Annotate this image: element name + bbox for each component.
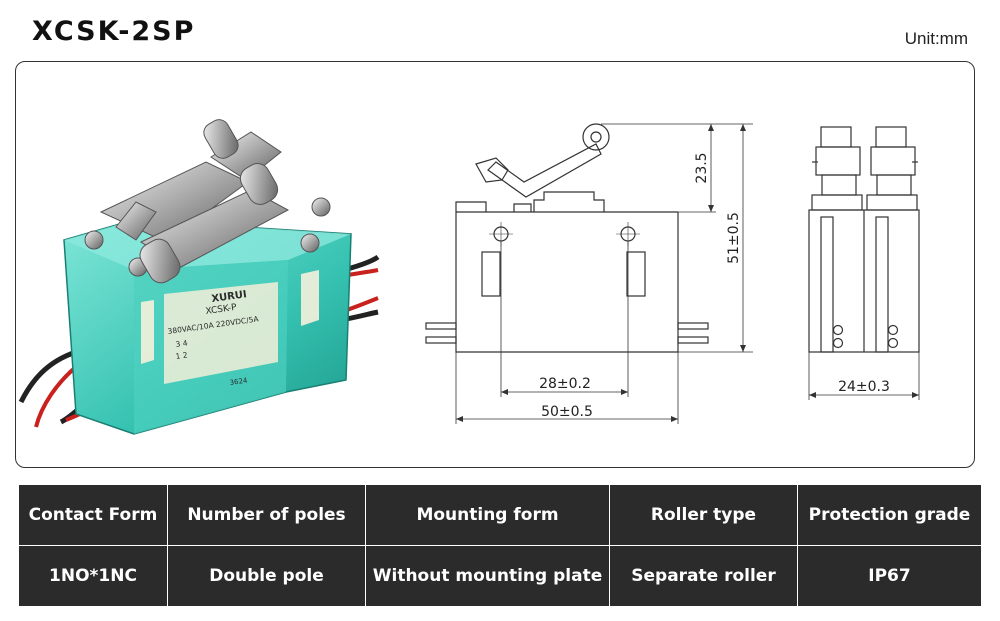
label-model: XCSK-P [205,303,238,317]
product-label [164,282,278,384]
label-terminals-a: 3 4 [175,338,188,349]
product-title: XCSK-2SP [32,16,196,47]
dim-length: 50±0.5 [541,404,593,420]
spec-value-contact-form: 1NO*1NC [18,545,168,607]
spec-header-protection: Protection grade [797,484,982,546]
panel-drawing: XURUI XCSK-P 380VAC/10A 220VDC/5A 3 4 1 … [18,119,920,435]
spec-header-row: Contact Form Number of poles Mounting fo… [18,484,982,546]
side-view-drawing [808,126,920,400]
spec-table: Contact Form Number of poles Mounting fo… [18,484,982,607]
spec-header-poles: Number of poles [167,484,366,546]
spec-header-mounting: Mounting form [365,484,610,546]
roller-actuators [99,119,290,284]
unit-label: Unit:mm [904,29,968,48]
label-brand: XURUI [211,289,248,305]
label-code: 3624 [229,377,248,387]
spec-value-poles: Double pole [167,545,366,607]
dim-hole-pitch: 28±0.2 [539,376,591,392]
dim-height-top: 23.5 [694,152,710,183]
dimension-arrows [456,124,746,422]
front-view-drawing [425,123,753,424]
product-panel: XURUI XCSK-P 380VAC/10A 220VDC/5A 3 4 1 … [15,61,975,468]
side-dimension-arrows [809,392,919,398]
spec-value-protection: IP67 [797,545,982,607]
spec-value-roller: Separate roller [609,545,798,607]
label-terminals-b: 1 2 [175,350,188,361]
spec-value-row: 1NO*1NC Double pole Without mounting pla… [18,545,982,607]
switch-photo: XURUI XCSK-P 380VAC/10A 220VDC/5A 3 4 1 … [18,119,380,435]
dim-width: 24±0.3 [838,379,890,395]
dim-height-total: 51±0.5 [726,212,742,264]
spec-header-contact-form: Contact Form [18,484,168,546]
spec-header-roller: Roller type [609,484,798,546]
spec-value-mounting: Without mounting plate [365,545,610,607]
